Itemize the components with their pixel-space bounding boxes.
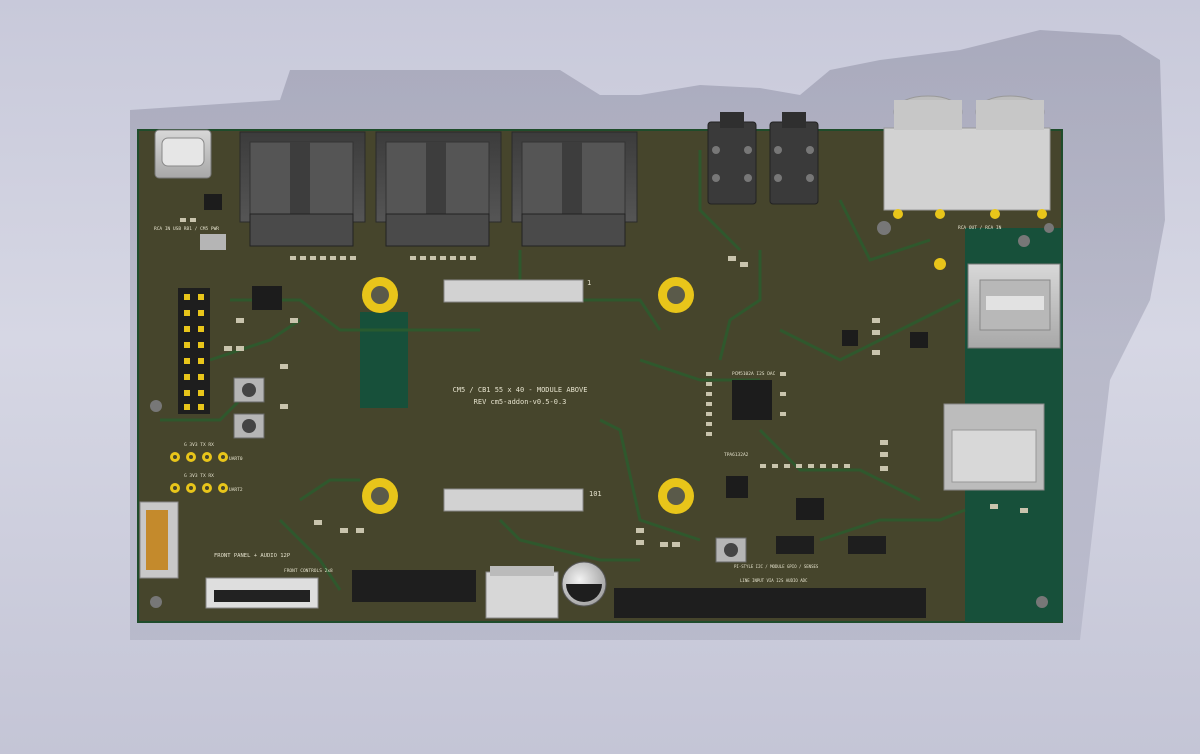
- gpio-40-pin-header: [614, 588, 926, 618]
- front-panel-connector: [205, 577, 319, 609]
- left-pin-header: [178, 288, 210, 414]
- ffc-connector-left: [139, 501, 179, 579]
- label-front-panel: FRONT PANEL + AUDIO 12P: [214, 553, 291, 559]
- smd-components: [180, 218, 1028, 547]
- label-uart0-pins: G 3V3 TX RX: [184, 442, 214, 448]
- audio-jack-2: [769, 112, 819, 205]
- cm5-connector-top: [443, 279, 584, 303]
- usb-c-connector: [154, 129, 212, 179]
- small-header-1: [776, 536, 814, 554]
- smd-part: [200, 234, 226, 250]
- ic-small-1: [252, 286, 282, 310]
- cm5-connector-bottom: [443, 488, 584, 512]
- label-uart0: UART0: [229, 456, 243, 462]
- ic-small-4: [842, 330, 858, 346]
- usb-a-connector: [967, 263, 1061, 349]
- ic-small-3: [910, 332, 928, 348]
- label-front-controls: FRONT CONTROLS 2x8: [284, 568, 333, 574]
- board-revision: REV cm5-addon-v0.5-0.3: [474, 398, 567, 406]
- corner-holes: [150, 221, 1054, 608]
- rj45-connector-3: [511, 131, 638, 247]
- label-uart2: UART2: [229, 487, 243, 493]
- dac-ic: [732, 380, 772, 420]
- label-i2c-header: PI-STYLE I2C / MODULE GPIO / SENSES: [734, 564, 819, 569]
- jst-connector: [485, 566, 559, 619]
- traces: [160, 150, 966, 591]
- label-pin1: 1: [587, 279, 591, 287]
- label-amp: TPA6132A2: [724, 452, 749, 458]
- label-rca-out-in: RCA OUT / RCA IN: [958, 225, 1002, 231]
- electrolytic-capacitor: [561, 561, 607, 607]
- front-controls-header: [352, 570, 476, 602]
- label-line-input: LINE INPUT VIA I2S AUDIO ADC: [740, 578, 808, 583]
- small-header-2: [848, 536, 886, 554]
- audio-jack-1: [707, 112, 757, 205]
- ic-small-2: [796, 498, 824, 520]
- mounting-holes: [362, 277, 694, 514]
- board-title: CM5 / CB1 55 x 40 - MODULE ABOVE: [453, 386, 588, 394]
- label-dac: PCM5102A I2S DAC: [732, 371, 776, 377]
- rca-connector-block: [883, 95, 1051, 219]
- rj45-connector-2: [375, 131, 502, 247]
- amp-ic: [726, 476, 748, 498]
- label-pin101: 101: [589, 490, 602, 498]
- label-uart2-pins: G 3V3 TX RX: [184, 473, 214, 479]
- label-rca-usb: RCA IN USB RB1 / CM5 PWR: [154, 226, 219, 232]
- tactile-buttons: [233, 377, 747, 563]
- ic-small-5: [204, 194, 222, 210]
- sd-card-slot: [943, 403, 1045, 491]
- rj45-connector-1: [239, 131, 366, 247]
- copper-pour-top: [360, 312, 408, 408]
